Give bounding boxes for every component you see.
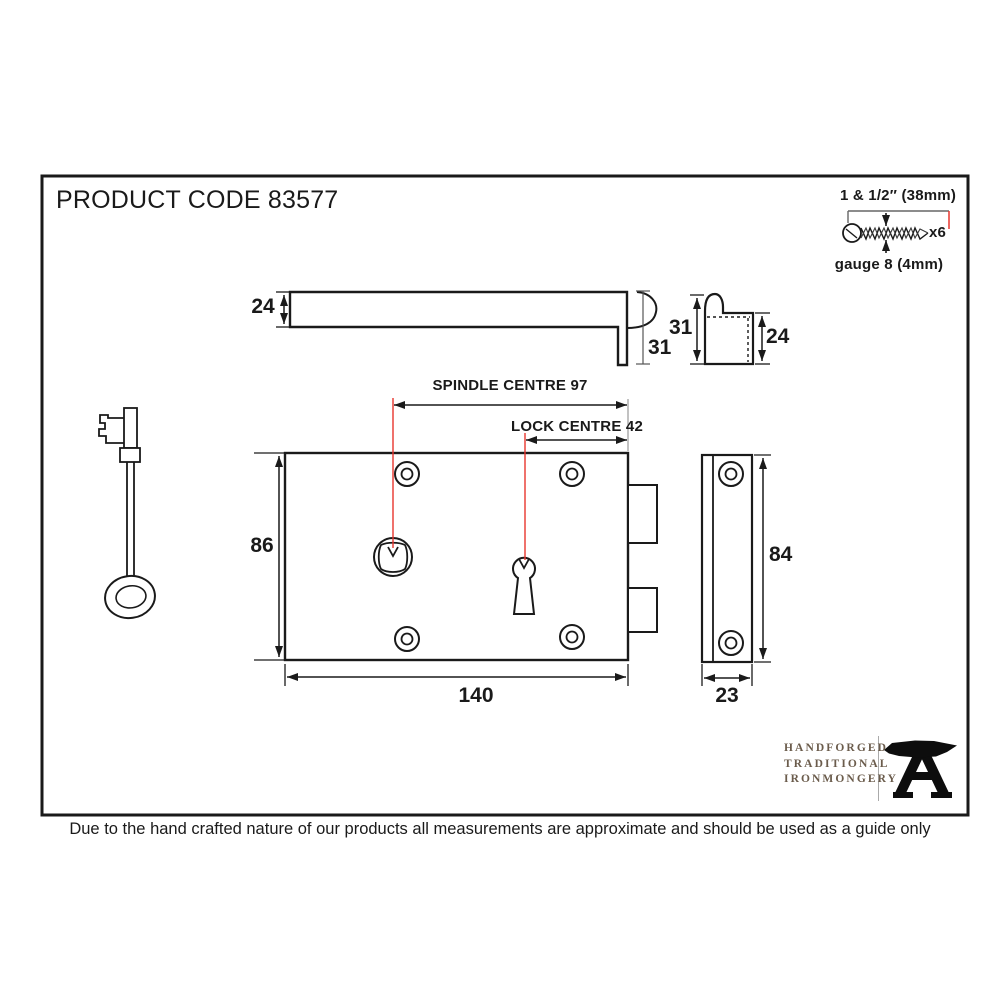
screw-length-label: 1 & 1/2″ (38mm) bbox=[839, 187, 957, 204]
keep-width-dim: 23 bbox=[715, 684, 739, 707]
lock-width-dim: 140 bbox=[458, 684, 494, 707]
keep-side-height-dim: 31 bbox=[669, 316, 693, 339]
brand-line-1: HANDFORGED bbox=[784, 742, 889, 754]
key-bit bbox=[98, 414, 124, 444]
brand-line-3: IRONMONGERY bbox=[784, 773, 899, 785]
latch-bolt-side bbox=[626, 291, 658, 329]
keep-front-view bbox=[700, 453, 771, 686]
screw-drawing bbox=[842, 210, 950, 253]
key-bow bbox=[104, 574, 156, 620]
dead-bolt bbox=[627, 587, 658, 633]
screw-quantity-label: x6 bbox=[929, 224, 947, 241]
lock-height-dim: 86 bbox=[250, 534, 274, 557]
latch-bolt bbox=[627, 484, 658, 544]
keep-height-dim: 84 bbox=[769, 543, 793, 566]
brand-line-2: TRADITIONAL bbox=[784, 757, 890, 770]
brand-wordmark: HANDFORGED TRADITIONAL IRONMONGERY bbox=[784, 741, 898, 788]
spindle-centre-label: SPINDLE CENTRE 97 bbox=[432, 377, 588, 394]
drawing-frame bbox=[40, 174, 970, 817]
product-code: PRODUCT CODE 83577 bbox=[56, 186, 339, 214]
screw-gauge-label: gauge 8 (4mm) bbox=[834, 256, 944, 273]
keep-side-depth-dim: 24 bbox=[766, 325, 790, 348]
side-view-thickness-dim: 24 bbox=[251, 295, 275, 318]
measurements-disclaimer: Due to the hand crafted nature of our pr… bbox=[69, 820, 931, 838]
side-view-drop-dim: 31 bbox=[648, 336, 672, 359]
key-drawing bbox=[98, 407, 156, 620]
lock-centre-label: LOCK CENTRE 42 bbox=[511, 418, 643, 435]
keep-side-view bbox=[690, 292, 770, 366]
lock-front-view bbox=[254, 398, 658, 686]
lock-side-view bbox=[276, 290, 658, 367]
screw-holes bbox=[394, 461, 585, 652]
keyhole bbox=[512, 556, 536, 615]
anvil-logo-icon bbox=[878, 736, 957, 801]
